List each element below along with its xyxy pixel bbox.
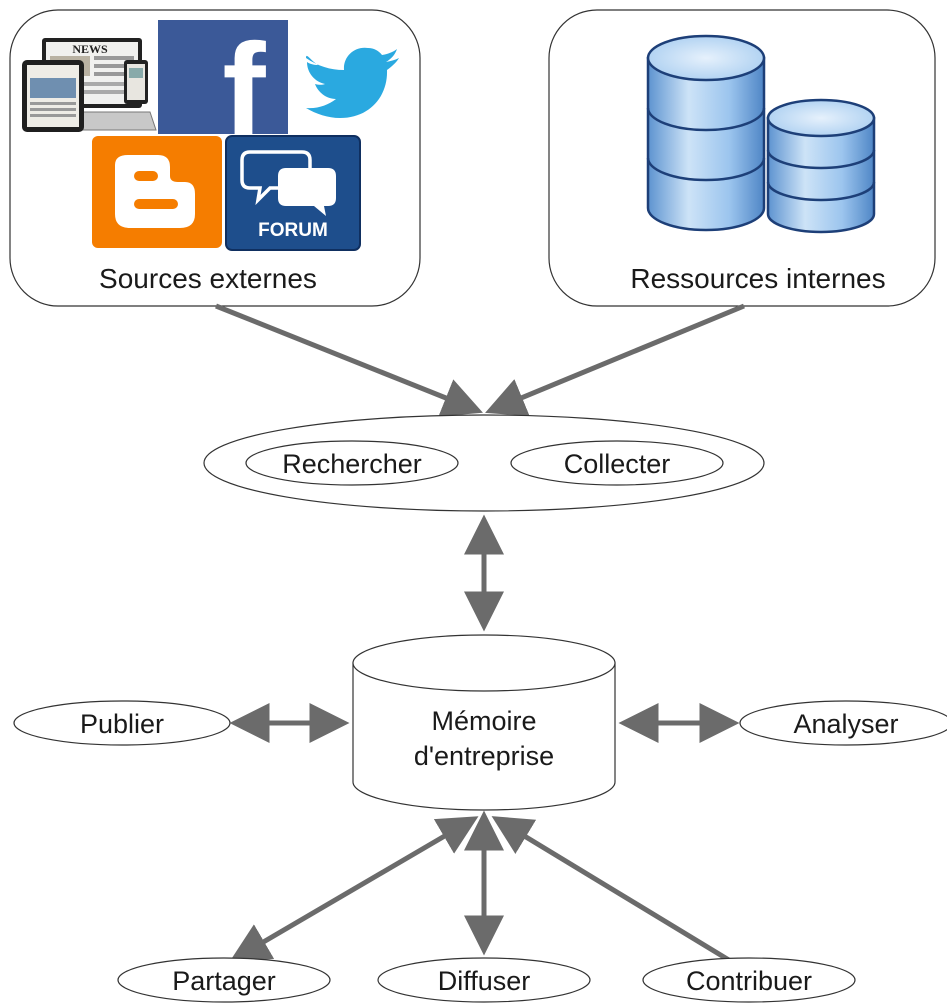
analyze-node[interactable]: Analyser xyxy=(739,700,947,746)
arrow-external-to-collect xyxy=(215,303,483,417)
forum-text: FORUM xyxy=(258,220,328,241)
contribute-label: Contribuer xyxy=(686,966,812,996)
search-node[interactable]: Rechercher xyxy=(245,440,459,486)
memory-label-line1: Mémoire xyxy=(431,706,536,736)
diffuse-node[interactable]: Diffuser xyxy=(377,957,591,1003)
arrow-memory-share xyxy=(229,816,479,962)
internal-resources-box: Ressources internes xyxy=(548,9,936,307)
diffuse-label: Diffuser xyxy=(438,966,531,996)
news-devices-icon: NEWS xyxy=(22,38,157,132)
forum-icon: FORUM xyxy=(225,135,361,251)
contribute-node[interactable]: Contribuer xyxy=(642,957,856,1003)
arrows-bottom xyxy=(229,810,744,971)
publish-label: Publier xyxy=(80,709,164,739)
share-node[interactable]: Partager xyxy=(117,957,331,1003)
collect-node[interactable]: Collecter xyxy=(510,440,724,486)
external-sources-box: NEWS f xyxy=(9,9,421,307)
blogger-icon xyxy=(92,136,222,248)
external-sources-label: Sources externes xyxy=(99,263,317,294)
collect-group: Rechercher Collecter xyxy=(203,414,765,512)
analyze-label: Analyser xyxy=(793,709,898,739)
arrows-top xyxy=(215,303,745,417)
twitter-icon xyxy=(306,47,399,119)
database-icon xyxy=(646,34,876,234)
internal-resources-label: Ressources internes xyxy=(630,263,885,294)
memory-label-line2: d'entreprise xyxy=(414,741,554,771)
arrow-internal-to-collect xyxy=(485,303,745,417)
enterprise-memory-node[interactable]: Mémoire d'entreprise xyxy=(352,634,616,811)
news-text: NEWS xyxy=(72,42,108,56)
collect-label: Collecter xyxy=(564,449,671,479)
publish-node[interactable]: Publier xyxy=(13,700,231,746)
share-label: Partager xyxy=(172,966,276,996)
arrow-contribute-memory xyxy=(491,816,744,971)
search-label: Rechercher xyxy=(282,449,422,479)
